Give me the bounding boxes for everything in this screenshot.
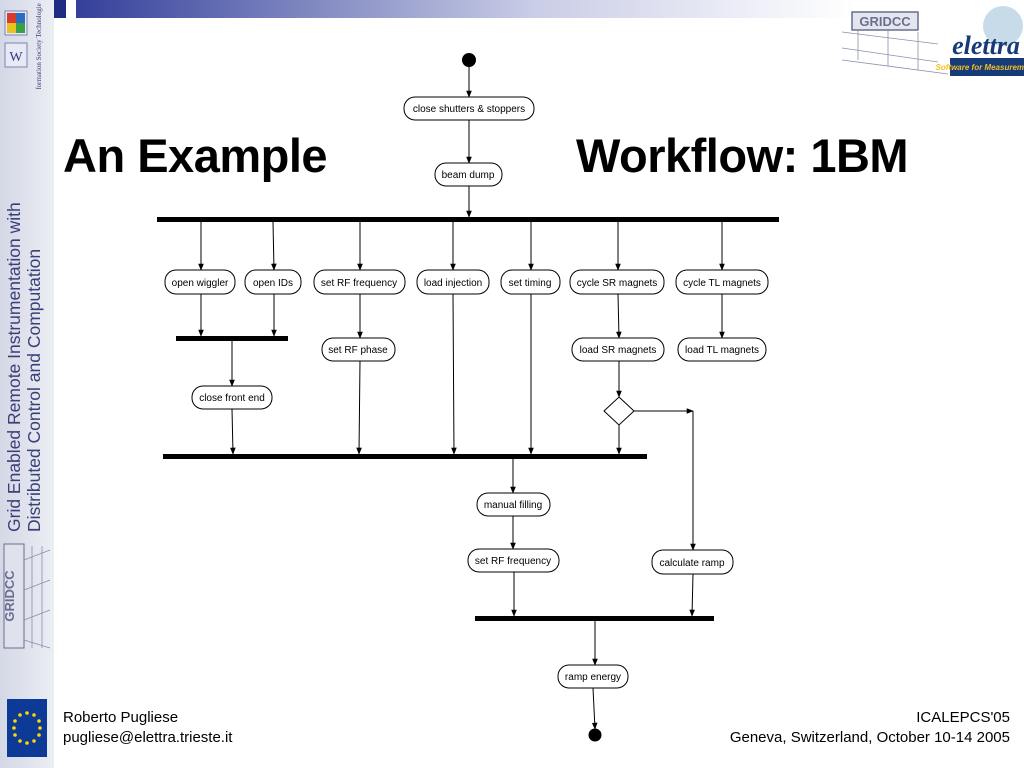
footer-author-email: pugliese@elettra.trieste.it bbox=[63, 729, 233, 746]
action-label: set RF phase bbox=[328, 345, 388, 356]
action-label: beam dump bbox=[442, 170, 495, 181]
action-open-wiggler: open wiggler bbox=[164, 269, 236, 295]
start-node bbox=[462, 53, 476, 67]
action-label: close front end bbox=[199, 393, 265, 404]
action-label: close shutters & stoppers bbox=[413, 104, 525, 115]
slide-title-left: An Example bbox=[63, 129, 328, 182]
action-cycle-tl-magnets: cycle TL magnets bbox=[675, 269, 769, 295]
slide-title-right: Workflow: 1BM bbox=[576, 129, 909, 182]
footer-conference-name: ICALEPCS'05 bbox=[916, 709, 1010, 726]
action-set-rf-frequency-2: set RF frequency bbox=[467, 548, 560, 573]
sidebar-gridcc-logo-text: GRIDCC bbox=[2, 570, 17, 622]
join-bar-main bbox=[163, 454, 647, 459]
action-set-rf-frequency: set RF frequency bbox=[313, 269, 406, 295]
end-node bbox=[588, 728, 602, 742]
action-calculate-ramp: calculate ramp bbox=[651, 549, 734, 575]
join-bar-ids bbox=[176, 336, 288, 341]
join-bar-ramp bbox=[475, 616, 714, 621]
action-label: set RF frequency bbox=[321, 278, 397, 289]
header-logos: GRIDCC elettra Software for Measurements bbox=[841, 6, 1024, 76]
fork-bar-1 bbox=[157, 217, 779, 222]
action-set-rf-phase: set RF phase bbox=[321, 337, 396, 362]
action-label: open wiggler bbox=[172, 278, 229, 289]
action-beam-dump: beam dump bbox=[434, 162, 503, 187]
decision-node bbox=[603, 396, 635, 426]
action-manual-filling: manual filling bbox=[476, 492, 551, 517]
action-label: manual filling bbox=[484, 500, 542, 511]
action-label: open IDs bbox=[253, 278, 293, 289]
top-bar-mask bbox=[54, 18, 854, 46]
action-label: set RF frequency bbox=[475, 556, 551, 567]
action-label: ramp energy bbox=[565, 672, 621, 683]
action-label: cycle SR magnets bbox=[577, 278, 658, 289]
action-close-shutters: close shutters & stoppers bbox=[403, 96, 535, 121]
action-load-injection: load injection bbox=[416, 269, 490, 295]
gridcc-logo-text: GRIDCC bbox=[859, 14, 911, 29]
action-load-tl-magnets: load TL magnets bbox=[677, 337, 767, 362]
ist-logo-caption: Information Society Technologies bbox=[35, 3, 43, 89]
action-cycle-sr-magnets: cycle SR magnets bbox=[569, 269, 665, 295]
svg-text:W: W bbox=[9, 50, 23, 65]
elettra-logo-text: elettra bbox=[952, 31, 1020, 60]
footer-conference-location: Geneva, Switzerland, October 10-14 2005 bbox=[729, 729, 1010, 746]
action-label: load SR magnets bbox=[580, 345, 657, 356]
action-label: cycle TL magnets bbox=[683, 278, 761, 289]
action-close-front-end: close front end bbox=[191, 385, 273, 410]
action-label: calculate ramp bbox=[659, 558, 724, 569]
action-ramp-energy: ramp energy bbox=[557, 664, 629, 689]
elettra-logo-tagline: Software for Measurements bbox=[936, 63, 1024, 72]
eu-flag bbox=[7, 699, 47, 757]
action-open-ids: open IDs bbox=[244, 269, 302, 295]
footer-conference: ICALEPCS'05 Geneva, Switzerland, October… bbox=[730, 708, 1010, 748]
footer-author-name: Roberto Pugliese bbox=[63, 709, 179, 726]
action-label: load injection bbox=[424, 278, 482, 289]
ist-logo: W Information Society Technologies bbox=[4, 3, 43, 89]
action-load-sr-magnets: load SR magnets bbox=[571, 337, 665, 362]
footer-author: Roberto Pugliese pugliese@elettra.triest… bbox=[63, 708, 232, 748]
action-label: set timing bbox=[509, 278, 552, 289]
action-label: load TL magnets bbox=[685, 345, 759, 356]
action-set-timing: set timing bbox=[500, 269, 561, 295]
sidebar-gridcc-logo: GRIDCC bbox=[2, 543, 51, 649]
